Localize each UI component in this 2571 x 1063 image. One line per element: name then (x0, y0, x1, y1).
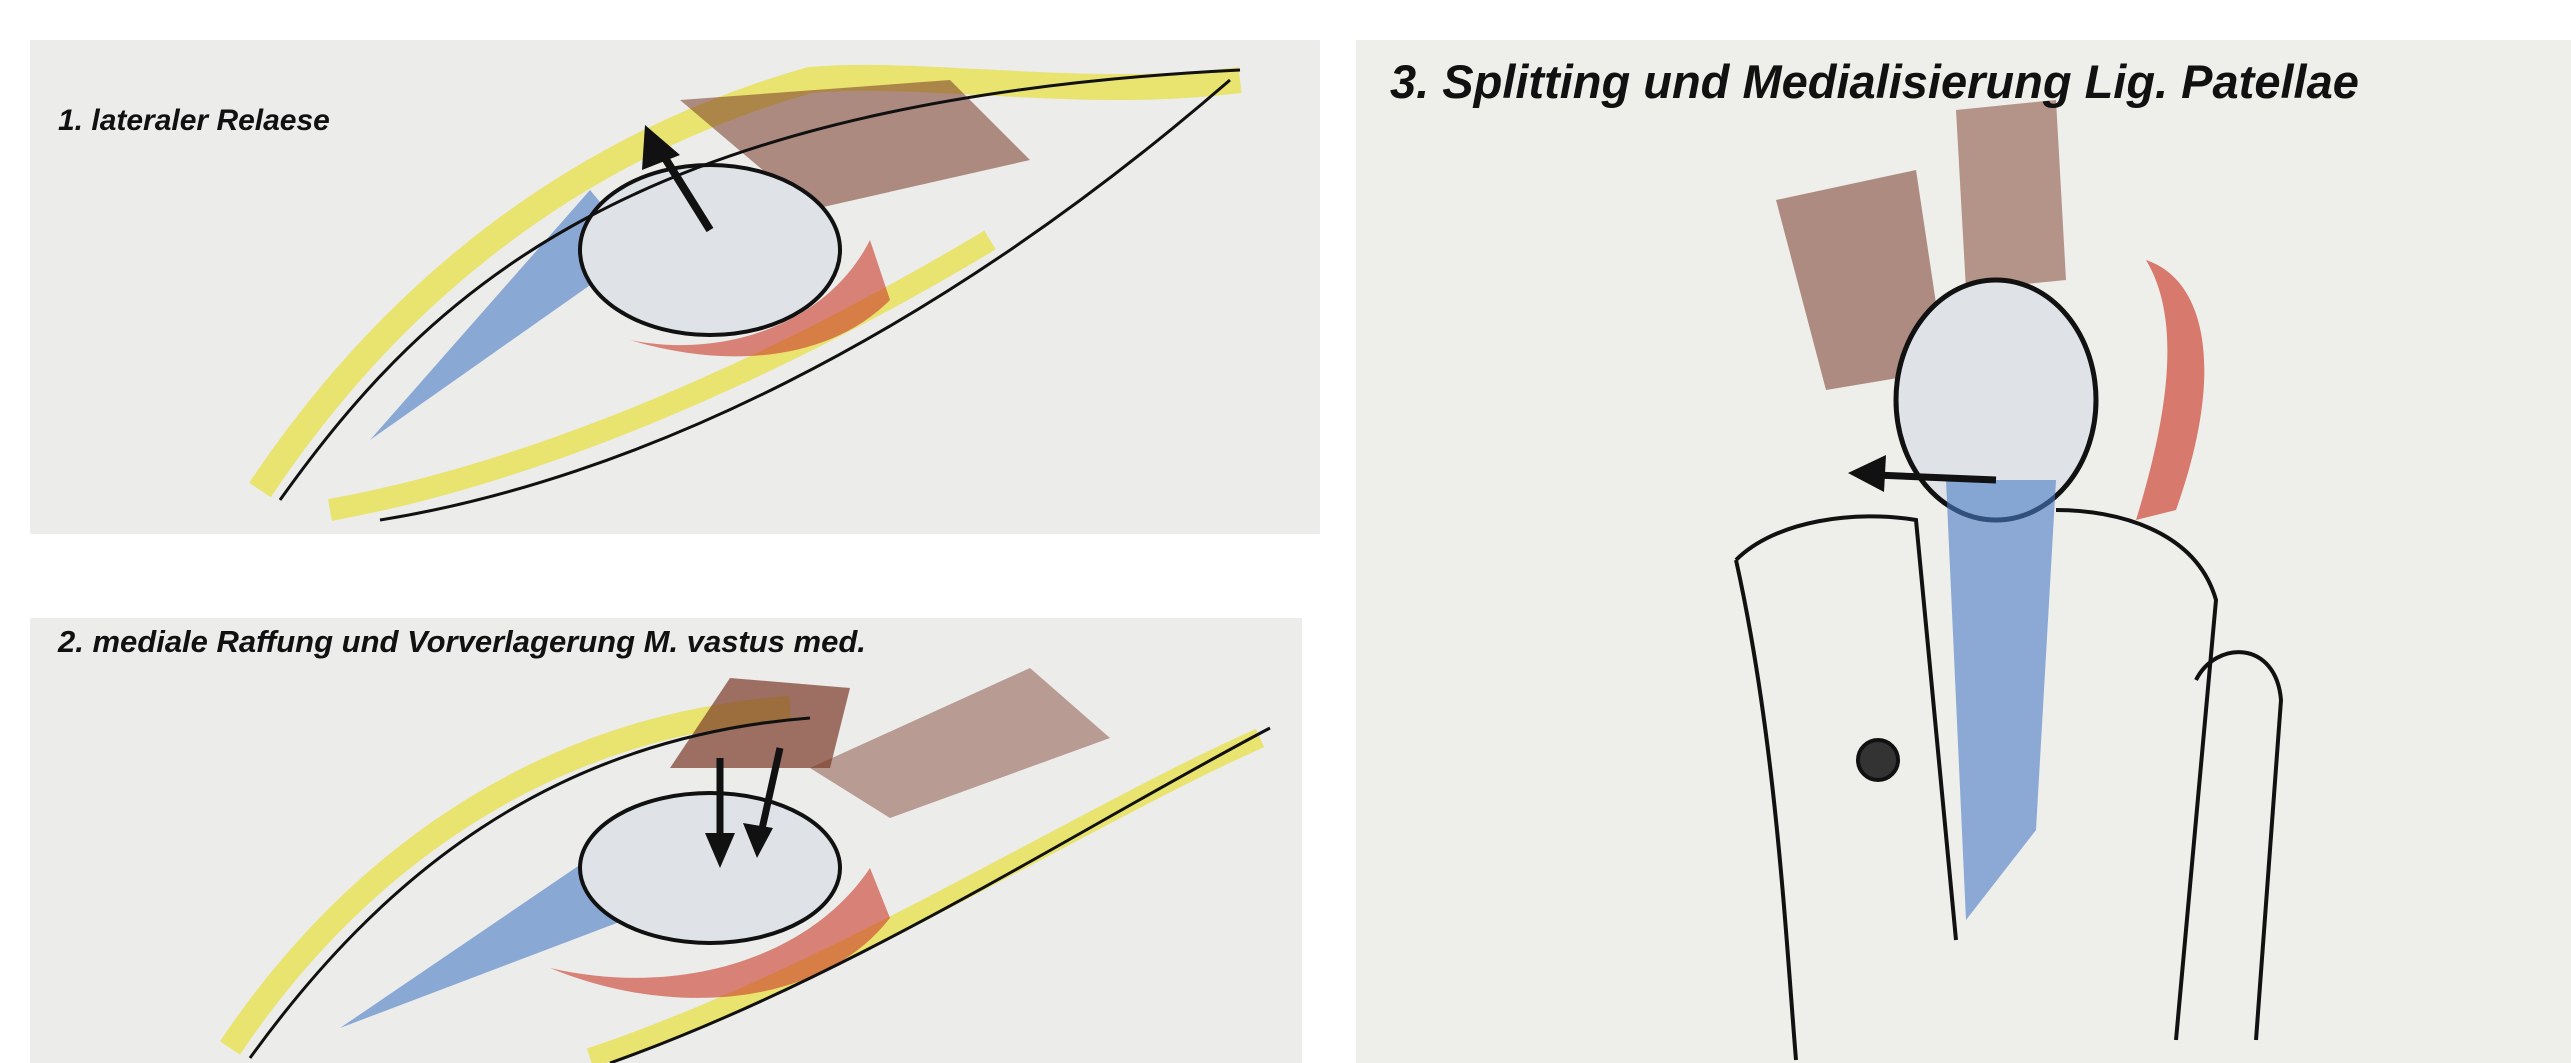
illustration-vastus-medialis-advancement (30, 618, 1302, 1063)
panel-patellar-ligament-medialization: 3. Splitting und Medialisierung Lig. Pat… (1356, 40, 2571, 1063)
panel-3-label: 3. Splitting und Medialisierung Lig. Pat… (1390, 54, 2359, 109)
panel-lateral-release: 1. lateraler Relaese (30, 40, 1320, 534)
illustration-patellar-ligament-medialization (1356, 40, 2571, 1063)
panel-2-label: 2. mediale Raffung und Vorverlagerung M.… (58, 624, 866, 660)
panel-1-label: 1. lateraler Relaese (58, 104, 330, 138)
panel-vastus-medialis-advancement: 2. mediale Raffung und Vorverlagerung M.… (30, 618, 1302, 1063)
